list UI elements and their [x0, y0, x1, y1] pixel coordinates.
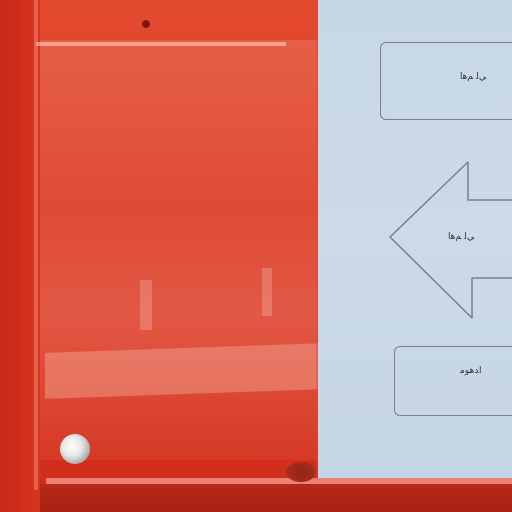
- acrylic-bottom-edge: [46, 478, 512, 484]
- mounting-hole: [286, 462, 316, 482]
- screw-icon: [60, 434, 90, 464]
- acrylic-glare-band: [45, 343, 325, 399]
- acrylic-left-edge: [34, 0, 38, 490]
- mounting-hole: [142, 20, 150, 28]
- acrylic-glare: [40, 40, 325, 460]
- board-bottom-frame: [40, 484, 512, 512]
- left-arrow-icon: [389, 161, 512, 319]
- sign-top-box-text: ﻲﻟ ﻢﻫﺍ: [460, 72, 487, 82]
- printed-paper-sign: [318, 0, 512, 478]
- acrylic-top-highlight: [36, 42, 286, 46]
- sign-top-box: [380, 42, 512, 120]
- reflection-streak: [262, 268, 272, 316]
- reflection-streak: [140, 280, 152, 330]
- sign-bottom-box: [394, 346, 512, 416]
- board-left-edge: [0, 0, 40, 512]
- arrow-text: ﻲﻟ ﻢﻫﺍ: [448, 232, 475, 242]
- sign-bottom-box-text: ﺍﺪﻫﻮﻣ: [460, 366, 482, 376]
